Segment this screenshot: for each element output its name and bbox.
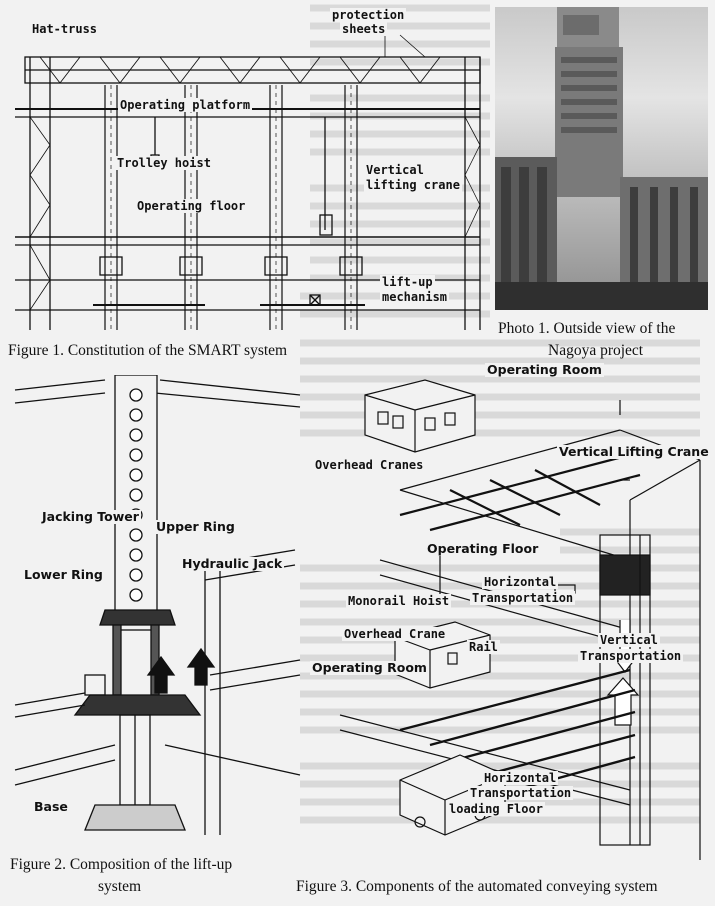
fig2-label-hydraulic-jack: Hydraulic Jack [180,556,285,571]
fig1-label-lift-up-mechanism-1: lift-up [380,275,435,289]
photo1-caption-line2: Nagoya project [548,342,644,359]
fig1-label-hat-truss: Hat-truss [30,22,100,36]
fig3-label-vertical-transportation-1: Vertical [598,633,660,647]
figure1-caption: Figure 1. Constitution of the SMART syst… [8,342,288,359]
fig3-label-operating-room-top: Operating Room [485,362,604,377]
fig1-label-vertical-lifting-crane-1: Vertical [364,163,426,177]
fig3-label-operating-floor: Operating Floor [425,541,541,556]
figure2-caption-line1: Figure 2. Composition of the lift-up [10,856,233,873]
fig3-label-vertical-transportation-2: Transportation [578,649,684,663]
fig1-label-trolley-hoist: Trolley hoist [115,156,213,170]
fig1-label-lift-up-mechanism-2: mechanism [380,290,450,304]
fig3-label-vertical-lifting-crane: Vertical Lifting Crane [557,444,711,459]
fig1-label-vertical-lifting-crane-2: lifting crane [364,178,462,192]
figure2-drawing [14,375,301,835]
fig3-label-monorail-hoist: Monorail Hoist [346,594,452,608]
fig3-label-operating-room-bottom: Operating Room [310,660,429,675]
fig3-label-horizontal-transportation-2b: Transportation [468,786,574,800]
fig3-label-overhead-crane: Overhead Crane [342,627,448,641]
fig1-label-protection-sheets-2: sheets [340,22,388,36]
fig3-label-horizontal-transportation-1: Horizontal [482,575,559,589]
photo1-image [495,7,708,310]
fig3-label-rail: Rail [467,640,500,654]
fig3-label-loading-floor: loading Floor [447,802,545,816]
fig2-label-base: Base [32,799,70,814]
fig1-label-operating-floor: Operating floor [135,199,248,213]
fig1-label-protection-sheets-1: protection [330,8,407,22]
photo1-caption-line1: Photo 1. Outside view of the [498,320,676,337]
fig1-label-operating-platform: Operating platform [118,98,253,112]
fig3-label-overhead-cranes: Overhead Cranes [313,458,426,472]
fig2-label-lower-ring: Lower Ring [22,567,105,582]
fig3-label-horizontal-transportation-2: Horizontal [482,771,559,785]
figure2-caption-line2: system [98,878,142,895]
fig3-label-horizontal-transportation-1b: Transportation [470,591,576,605]
figure1-drawing [15,25,481,330]
figure3-caption: Figure 3. Components of the automated co… [296,878,658,895]
fig2-label-upper-ring: Upper Ring [154,519,237,534]
fig2-label-jacking-tower: Jacking Tower [40,509,141,524]
